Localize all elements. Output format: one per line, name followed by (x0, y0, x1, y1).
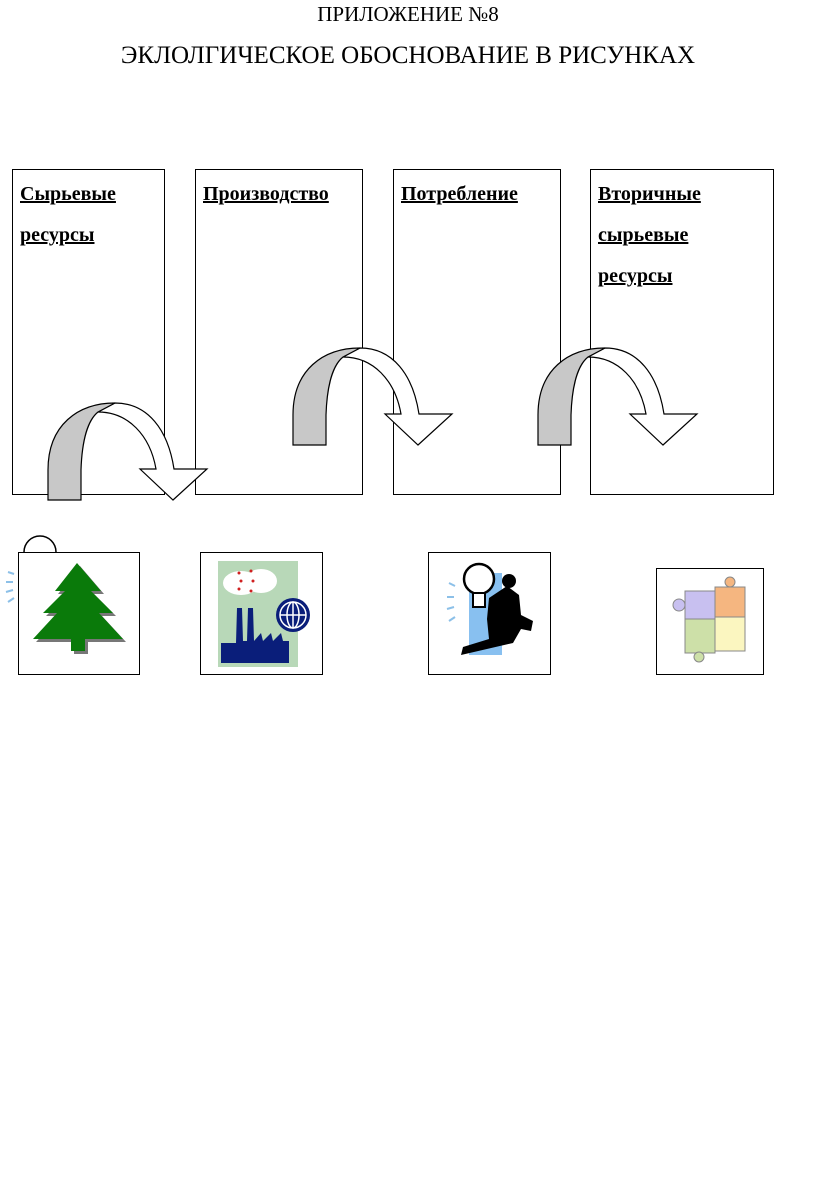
lightbulb-businessman-icon (446, 562, 533, 655)
stage-box-consumption: Потребление (393, 169, 561, 495)
stage-box-production: Производство (195, 169, 363, 495)
puzzle-icon (672, 576, 746, 663)
stage-label: Сырьевые ресурсы (20, 183, 116, 246)
appendix-heading: ПРИЛОЖЕНИЕ №8 (317, 2, 499, 26)
stage-box-raw-resources: Сырьевые ресурсы (12, 169, 165, 495)
stage-label: Потребление (401, 183, 518, 205)
page-title: ЭКЛОЛГИЧЕСКОЕ ОБОСНОВАНИЕ В РИСУНКАХ (120, 42, 696, 69)
stage-label: Производство (203, 183, 329, 205)
stage-box-secondary-resources: Вторичные сырьевые ресурсы (590, 169, 774, 495)
stage-label: Вторичные сырьевые ресурсы (598, 183, 701, 287)
factory-picture (200, 552, 323, 675)
factory-globe-icon (218, 561, 310, 667)
consumption-picture (428, 552, 551, 675)
fir-tree-picture (18, 552, 140, 675)
recycle-picture (656, 568, 764, 675)
fir-tree-icon (33, 563, 126, 654)
lamp-fragment (5, 535, 57, 603)
